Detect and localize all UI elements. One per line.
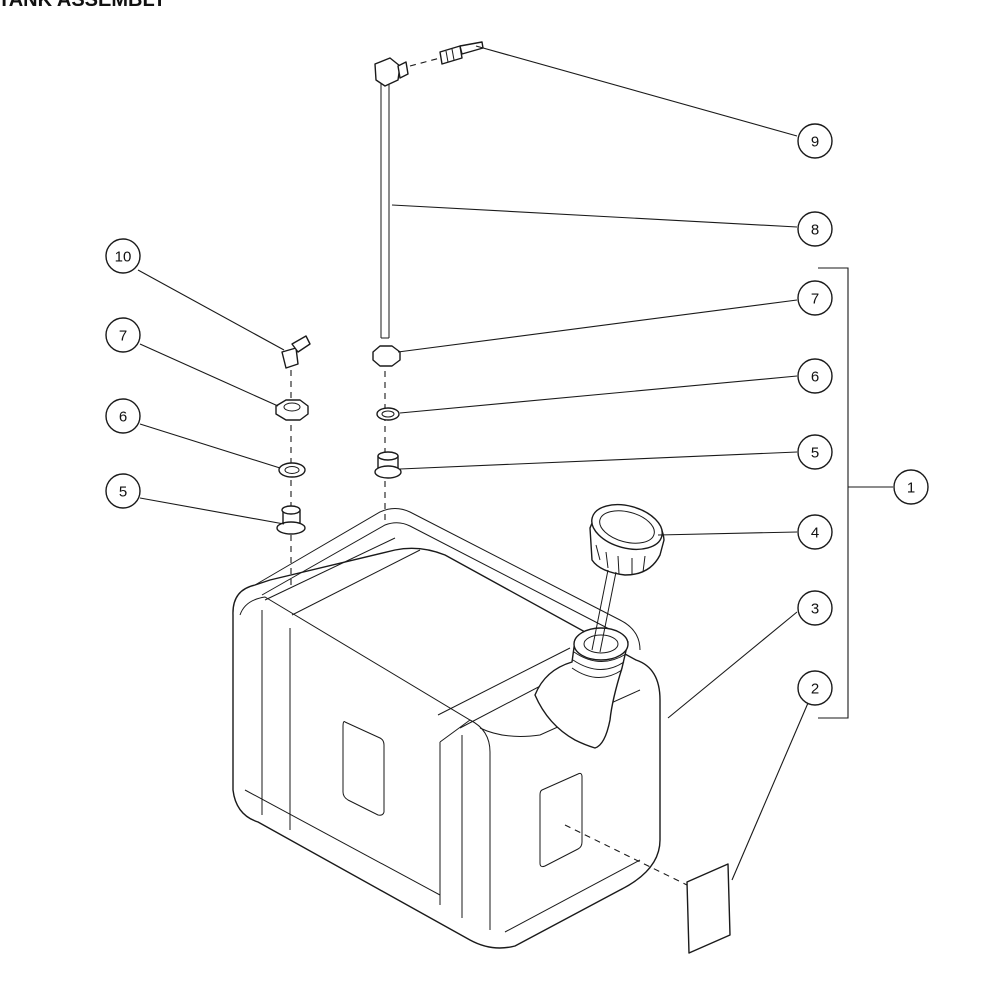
callout-label: 9 bbox=[811, 134, 819, 151]
callout-2: 2 bbox=[797, 670, 833, 706]
callout-5-left: 5 bbox=[105, 473, 141, 509]
callout-label: 2 bbox=[811, 681, 819, 698]
callout-label: 5 bbox=[119, 484, 127, 501]
callout-10: 10 bbox=[105, 238, 141, 274]
callout-7-right: 7 bbox=[797, 280, 833, 316]
leader-lines bbox=[137, 45, 809, 881]
tank-body bbox=[232, 508, 661, 949]
left-fitting-stack bbox=[275, 335, 311, 590]
page-title: TANK ASSEMBLY bbox=[0, 0, 167, 11]
callout-label: 7 bbox=[811, 291, 819, 308]
decal-label bbox=[564, 824, 731, 954]
callout-label: 5 bbox=[811, 445, 819, 462]
assembly-bracket bbox=[818, 267, 893, 719]
callout-6-right: 6 bbox=[797, 358, 833, 394]
callout-3: 3 bbox=[797, 590, 833, 626]
callout-label: 1 bbox=[907, 480, 915, 497]
callout-8: 8 bbox=[797, 211, 833, 247]
callout-4: 4 bbox=[797, 514, 833, 550]
callout-label: 7 bbox=[119, 328, 127, 345]
callout-1: 1 bbox=[893, 469, 929, 505]
callout-5-right: 5 bbox=[797, 434, 833, 470]
callout-7-left: 7 bbox=[105, 317, 141, 353]
callout-label: 4 bbox=[811, 525, 819, 542]
right-fitting-stack bbox=[372, 41, 484, 525]
callout-9: 9 bbox=[797, 123, 833, 159]
callout-label: 3 bbox=[811, 601, 819, 618]
filler-cap bbox=[589, 503, 665, 653]
callout-label: 10 bbox=[115, 249, 132, 266]
callout-6-left: 6 bbox=[105, 398, 141, 434]
callout-label: 6 bbox=[119, 409, 127, 426]
callout-label: 8 bbox=[811, 222, 819, 239]
callout-label: 6 bbox=[811, 369, 819, 386]
